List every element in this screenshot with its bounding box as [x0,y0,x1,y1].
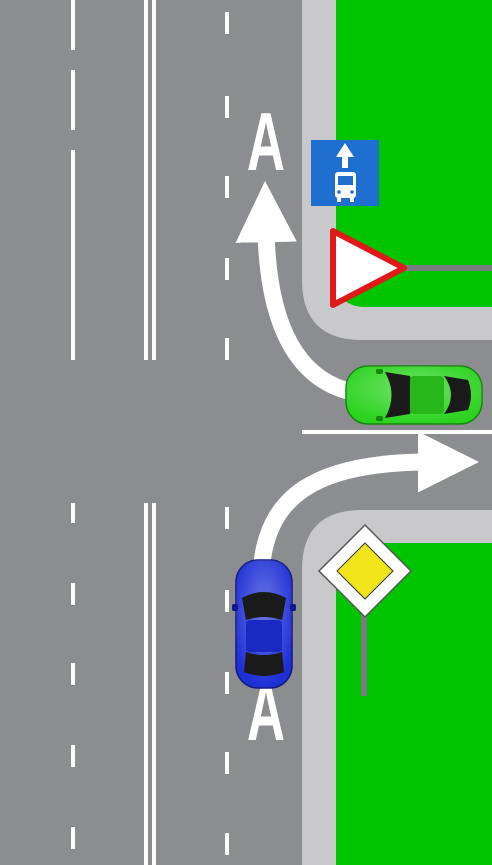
bus-icon [335,143,356,202]
priority-sign-pole [361,612,367,696]
green-car-windshield [385,372,412,418]
green-car-roof [410,376,444,414]
green-car-rear-window [444,376,471,414]
yield-sign-pole [400,265,492,271]
blue-car-roof [246,620,282,652]
green-car [345,365,483,425]
left-turn-arrow [235,181,355,401]
blue-car-rear-window [244,652,284,676]
right-turn-arrow [253,431,479,564]
yield-triangle-icon [330,228,407,308]
lane-markings [71,0,492,865]
yield-sign [330,228,492,308]
priority-road-sign [317,523,413,696]
blue-car [232,559,296,689]
bus-lane-sign [311,140,379,206]
lane-letter-top: A [247,95,285,188]
blue-car-windshield [242,592,286,620]
